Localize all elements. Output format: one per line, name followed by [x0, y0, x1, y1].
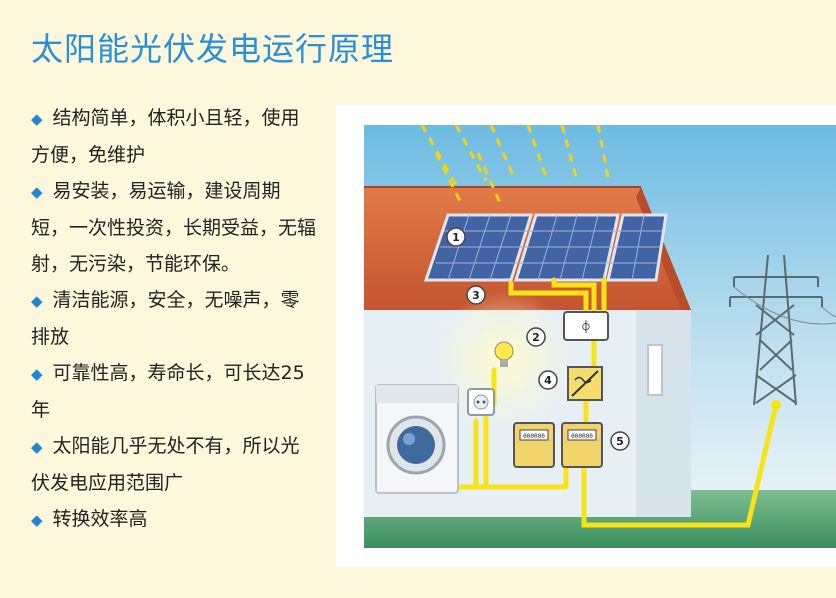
diamond-bullet-icon: ◆: [31, 110, 43, 128]
house-side-wall: [636, 310, 691, 517]
label-5: 5: [610, 431, 630, 451]
diamond-bullet-icon: ◆: [31, 183, 43, 201]
list-item-text: 易安装，易运输，建设周期短，一次性投资，长期受益，无辐射，无污染，节能环保。: [31, 180, 317, 275]
meter-display: 000000: [523, 433, 545, 440]
list-item-text: 可靠性高，寿命长，可长达25年: [31, 362, 305, 421]
washing-machine-icon: [375, 384, 459, 494]
label-1: 1: [446, 227, 466, 247]
energy-meter-2: 000000: [561, 422, 603, 468]
label-4: 4: [538, 370, 558, 390]
power-tower-icon: [729, 254, 836, 406]
energy-meter-1: 000000: [513, 422, 555, 468]
svg-text:4: 4: [544, 374, 552, 387]
solar-panels: [423, 213, 668, 282]
diamond-bullet-icon: ◆: [31, 292, 43, 310]
page-title: 太阳能光伏发电运行原理: [31, 30, 395, 68]
list-item: ◆清洁能源，安全，无噪声，零排放: [31, 282, 316, 355]
feature-list: ◆结构简单，体积小且轻，使用方便，免维护 ◆易安装，易运输，建设周期短，一次性投…: [31, 100, 316, 538]
list-item: ◆结构简单，体积小且轻，使用方便，免维护: [31, 100, 316, 173]
svg-text:5: 5: [616, 435, 624, 448]
list-item: ◆可靠性高，寿命长，可长达25年: [31, 355, 316, 428]
svg-text:2: 2: [532, 331, 540, 344]
list-item: ◆太阳能几乎无处不有，所以光伏发电应用范围广: [31, 428, 316, 501]
inverter: [567, 366, 603, 401]
power-outlet-icon: [467, 388, 495, 416]
inverter-dc-disconnect: ⌽: [563, 311, 609, 341]
window: [647, 344, 663, 396]
tower-junction: [771, 400, 781, 410]
svg-text:3: 3: [472, 289, 480, 302]
list-item: ◆ 转换效率高: [31, 501, 316, 538]
list-item: ◆易安装，易运输，建设周期短，一次性投资，长期受益，无辐射，无污染，节能环保。: [31, 173, 316, 282]
diamond-bullet-icon: ◆: [31, 438, 43, 456]
list-item-text: 转换效率高: [52, 508, 148, 530]
pv-system-diagram: ⌽ 000000 000000: [336, 105, 836, 567]
svg-text:1: 1: [452, 231, 460, 244]
list-item-text: 结构简单，体积小且轻，使用方便，免维护: [31, 107, 300, 166]
list-item-text: 太阳能几乎无处不有，所以光伏发电应用范围广: [31, 435, 300, 494]
meter-display: 000000: [571, 433, 593, 440]
diamond-bullet-icon: ◆: [31, 511, 43, 529]
list-item-text: 清洁能源，安全，无噪声，零排放: [31, 289, 300, 348]
light-bulb-icon: [494, 341, 514, 367]
sun-rays: [420, 124, 610, 206]
svg-text:⌽: ⌽: [582, 320, 589, 334]
label-2: 2: [526, 327, 546, 347]
diamond-bullet-icon: ◆: [31, 365, 43, 383]
label-3: 3: [466, 285, 486, 305]
